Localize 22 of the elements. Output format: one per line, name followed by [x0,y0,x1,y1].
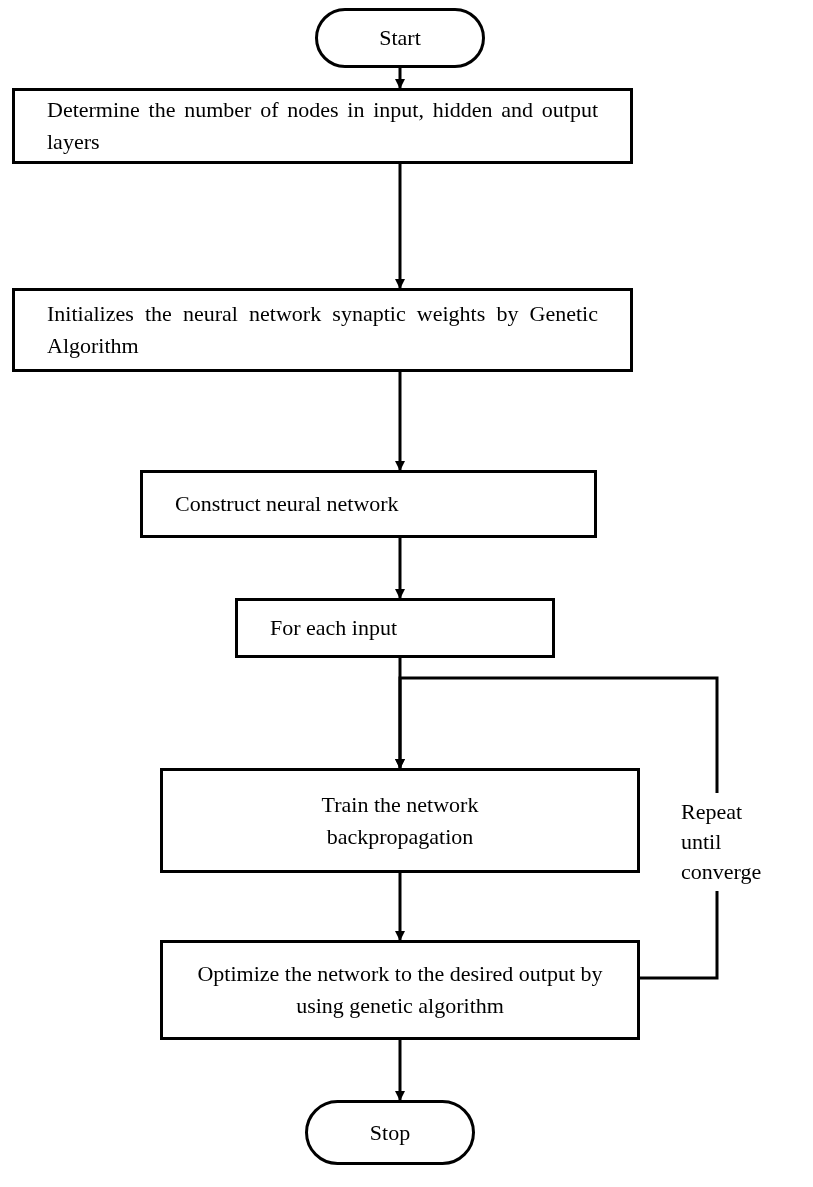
process-box [235,598,555,658]
arrow [395,372,405,471]
node-text: Stop [369,1118,411,1147]
arrow [395,873,405,941]
node-text: Determine the number of nodes in input, hidden and output layers [47,96,598,156]
process-box [12,88,633,164]
node-text: backpropagation [326,822,474,851]
arrow [395,68,405,89]
process-box [160,940,640,1040]
node-text: For each input [270,614,398,642]
process-box [12,288,633,372]
terminal-box [315,8,485,68]
arrow [395,538,405,599]
node-text: Initializes the neural network synaptic weights by Genetic Algorithm [47,300,598,360]
arrow [395,164,405,289]
node-text: Train the network [321,790,479,819]
arrow [395,1040,405,1101]
node-text: Optimize the network to the desired output by using genetic algorithm [196,960,604,1020]
process-box [160,768,640,873]
process-box [140,470,597,538]
node-text: Start [379,24,421,52]
node-text: Construct neural network [175,490,399,518]
